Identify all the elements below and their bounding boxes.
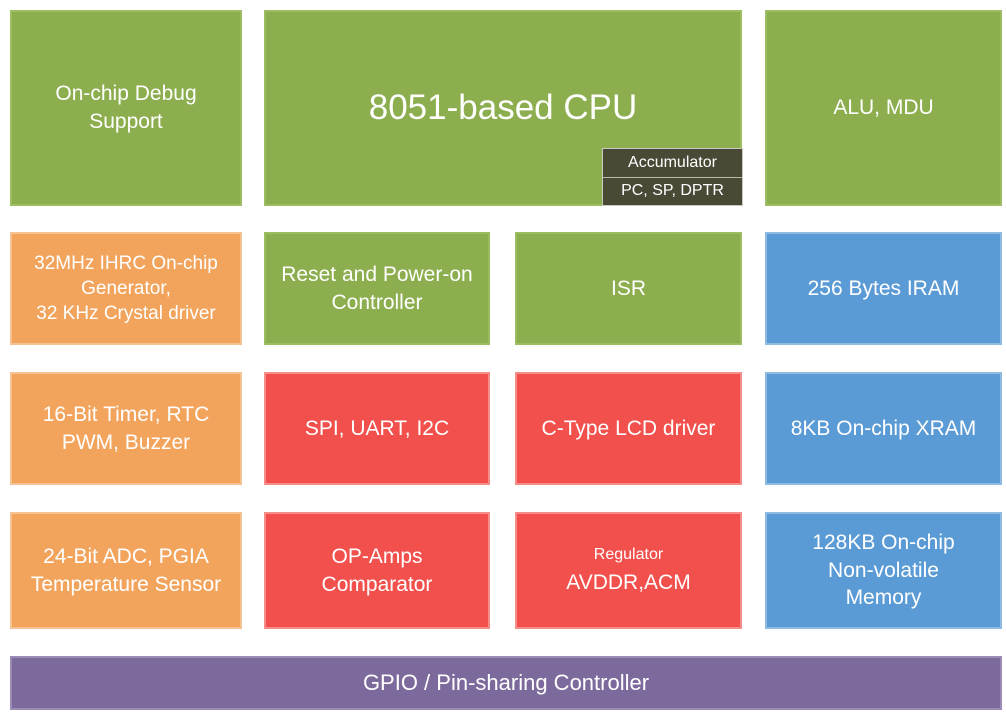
block-regulator-main-label: AVDDR,ACM	[566, 571, 691, 595]
block-iram: 256 Bytes IRAM	[765, 232, 1002, 345]
block-iram-label: 256 Bytes IRAM	[807, 276, 960, 300]
block-nvm: 128KB On-chip Non-volatile Memory	[765, 512, 1002, 629]
block-regulator-labels: Regulator AVDDR,ACM	[566, 544, 690, 597]
block-opamps-comparator: OP-Amps Comparator	[264, 512, 490, 629]
block-xram: 8KB On-chip XRAM	[765, 372, 1002, 485]
block-debug-support: On-chip Debug Support	[10, 10, 242, 206]
block-spi-uart-i2c-label: SPI, UART, I2C	[304, 416, 450, 440]
block-timer-rtc-pwm-label: 16-Bit Timer, RTC PWM, Buzzer	[42, 402, 210, 454]
accumulator-label: Accumulator	[628, 153, 717, 171]
block-gpio-controller: GPIO / Pin-sharing Controller	[10, 656, 1002, 710]
block-alu-mdu: ALU, MDU	[765, 10, 1002, 206]
block-opamps-comparator-label: OP-Amps Comparator	[321, 544, 433, 596]
block-reset-controller-label: Reset and Power-on Controller	[281, 262, 473, 314]
block-xram-label: 8KB On-chip XRAM	[790, 416, 977, 440]
block-isr: ISR	[515, 232, 742, 345]
block-regulator: Regulator AVDDR,ACM	[515, 512, 742, 629]
block-lcd-driver-label: C-Type LCD driver	[541, 416, 716, 440]
block-gpio-controller-label: GPIO / Pin-sharing Controller	[362, 670, 650, 696]
block-clock-generator: 32MHz IHRC On-chip Generator, 32 KHz Cry…	[10, 232, 242, 345]
block-lcd-driver: C-Type LCD driver	[515, 372, 742, 485]
block-regulator-small-label: Regulator	[593, 546, 664, 564]
block-isr-label: ISR	[610, 276, 646, 300]
block-debug-support-label: On-chip Debug Support	[55, 82, 197, 133]
block-reset-controller: Reset and Power-on Controller	[264, 232, 490, 345]
cpu-registers-overlay: Accumulator PC, SP, DPTR	[602, 148, 743, 206]
block-clock-generator-label: 32MHz IHRC On-chip Generator, 32 KHz Cry…	[34, 252, 218, 325]
block-adc-temp-sensor: 24-Bit ADC, PGIA Temperature Sensor	[10, 512, 242, 629]
block-alu-mdu-label: ALU, MDU	[833, 96, 934, 120]
block-cpu: 8051-based CPU Accumulator PC, SP, DPTR	[264, 10, 743, 206]
block-spi-uart-i2c: SPI, UART, I2C	[264, 372, 490, 485]
block-nvm-label: 128KB On-chip Non-volatile Memory	[812, 530, 955, 610]
block-adc-temp-sensor-label: 24-Bit ADC, PGIA Temperature Sensor	[30, 544, 222, 596]
pc-sp-dptr-label: PC, SP, DPTR	[603, 176, 742, 206]
block-timer-rtc-pwm: 16-Bit Timer, RTC PWM, Buzzer	[10, 372, 242, 485]
block-cpu-label: 8051-based CPU	[368, 87, 638, 127]
